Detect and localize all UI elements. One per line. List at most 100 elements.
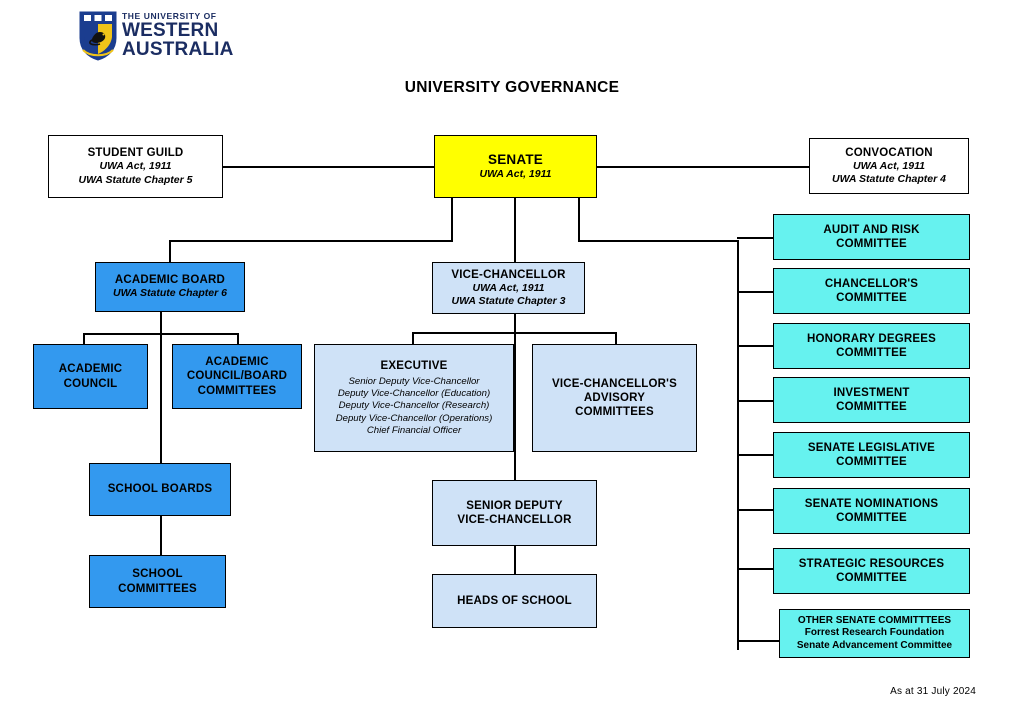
vc-title: VICE-CHANCELLOR: [451, 268, 566, 281]
node-senate-committee-strategic-resources[interactable]: STRATEGIC RESOURCES COMMITTEE: [773, 548, 970, 594]
connector-guild-senate: [222, 166, 436, 168]
sdvc-line2: VICE-CHANCELLOR: [457, 514, 572, 526]
committee-4-line2: COMMITTEE: [836, 401, 907, 413]
connector-stub-committee-4: [737, 400, 773, 402]
connector-committee-rail-vertical: [737, 240, 739, 650]
node-executive[interactable]: EXECUTIVE Senior Deputy Vice-Chancellor …: [314, 344, 514, 452]
connector-stub-committee-8: [737, 640, 779, 642]
senate-sub1: UWA Act, 1911: [479, 168, 552, 181]
uwa-logo: THE UNIVERSITY OF WESTERN AUSTRALIA: [78, 10, 278, 66]
school-committees-line1: SCHOOL: [132, 568, 183, 581]
other-senate-committees-title: OTHER SENATE COMMITTTEES: [797, 614, 952, 626]
node-vice-chancellor[interactable]: VICE-CHANCELLOR UWA Act, 1911 UWA Statut…: [432, 262, 585, 314]
acbc-line3: COMMITTEES: [197, 384, 277, 397]
node-senate-committee-honorary-degrees[interactable]: HONORARY DEGREES COMMITTEE: [773, 323, 970, 369]
student-guild-title: STUDENT GUILD: [87, 147, 184, 160]
vcac-line2: ADVISORY: [583, 391, 646, 404]
node-other-senate-committees[interactable]: OTHER SENATE COMMITTTEES Forrest Researc…: [779, 609, 970, 658]
sdvc-line1: SENIOR DEPUTY: [466, 499, 563, 512]
vcac-line3: COMMITTEES: [575, 406, 654, 418]
node-academic-council[interactable]: ACADEMIC COUNCIL: [33, 344, 148, 409]
committee-5-line1: SENATE LEGISLATIVE: [807, 441, 936, 454]
connector-ab-to-council-board-committees: [237, 333, 239, 345]
academic-council-line2: COUNCIL: [63, 377, 118, 390]
node-senate[interactable]: SENATE UWA Act, 1911: [434, 135, 597, 198]
logo-line-australia: AUSTRALIA: [122, 39, 234, 61]
committee-2-line1: CHANCELLOR'S: [824, 277, 919, 290]
student-guild-sub1: UWA Act, 1911: [99, 160, 172, 173]
node-senate-committee-senate-nominations[interactable]: SENATE NOMINATIONS COMMITTEE: [773, 488, 970, 534]
executive-title: EXECUTIVE: [380, 360, 448, 373]
connector-stub-committee-2: [737, 291, 773, 293]
connector-stub-committee-6: [737, 509, 773, 511]
committee-3-line1: HONORARY DEGREES: [806, 332, 937, 345]
node-senate-committee-chancellors[interactable]: CHANCELLOR'S COMMITTEE: [773, 268, 970, 314]
node-school-boards[interactable]: SCHOOL BOARDS: [89, 463, 231, 516]
vc-sub1: UWA Act, 1911: [472, 281, 545, 294]
connector-senate-vc: [514, 197, 516, 262]
node-senate-committee-audit-and-risk[interactable]: AUDIT AND RISK COMMITTEE: [773, 214, 970, 260]
node-senate-committee-senate-legislative[interactable]: SENATE LEGISLATIVE COMMITTEE: [773, 432, 970, 478]
node-vc-advisory-committees[interactable]: VICE-CHANCELLOR'S ADVISORY COMMITTEES: [532, 344, 697, 452]
connector-ab-branch-bar: [83, 333, 238, 335]
convocation-sub1: UWA Act, 1911: [853, 159, 925, 172]
academic-council-line1: ACADEMIC: [58, 363, 123, 376]
committee-2-line2: COMMITTEE: [836, 292, 907, 304]
connector-stub-committee-5: [737, 454, 773, 456]
connector-senate-left-drop: [451, 197, 453, 241]
connector-senate-convocation: [597, 166, 810, 168]
student-guild-sub2: UWA Statute Chapter 5: [78, 173, 193, 186]
node-convocation[interactable]: CONVOCATION UWA Act, 1911 UWA Statute Ch…: [809, 138, 969, 194]
committee-4-line1: INVESTMENT: [833, 386, 910, 399]
connector-ab-spine: [160, 312, 162, 464]
connector-stub-committee-7: [737, 568, 773, 570]
committee-1-line2: COMMITTEE: [836, 238, 907, 250]
uwa-wordmark: THE UNIVERSITY OF WESTERN AUSTRALIA: [122, 11, 282, 61]
executive-member-2: Deputy Vice-Chancellor (Education): [337, 388, 491, 400]
committee-3-line2: COMMITTEE: [836, 347, 907, 359]
connector-academicboard-rail: [169, 240, 453, 242]
node-senior-deputy-vice-chancellor[interactable]: SENIOR DEPUTY VICE-CHANCELLOR: [432, 480, 597, 546]
node-school-committees[interactable]: SCHOOL COMMITTEES: [89, 555, 226, 608]
committee-6-line2: COMMITTEE: [836, 512, 907, 524]
connector-vc-to-sdvc: [514, 332, 516, 480]
page-title: UNIVERSITY GOVERNANCE: [404, 79, 620, 96]
committee-7-line1: STRATEGIC RESOURCES: [798, 557, 945, 570]
node-senate-committee-investment[interactable]: INVESTMENT COMMITTEE: [773, 377, 970, 423]
vcac-line1: VICE-CHANCELLOR'S: [552, 377, 677, 390]
acbc-line1: ACADEMIC: [205, 356, 269, 369]
logo-line-the: THE UNIVERSITY OF: [122, 11, 217, 21]
academic-board-title: ACADEMIC BOARD: [114, 274, 226, 287]
connector-vc-spine: [514, 314, 516, 332]
connector-vc-to-advisory: [615, 332, 617, 344]
executive-member-3: Deputy Vice-Chancellor (Research): [338, 400, 490, 412]
committee-5-line2: COMMITTEE: [836, 456, 907, 468]
node-academic-board[interactable]: ACADEMIC BOARD UWA Statute Chapter 6: [95, 262, 245, 312]
committee-6-line1: SENATE NOMINATIONS: [804, 497, 939, 510]
connector-stub-committee-1: [737, 237, 773, 239]
other-senate-committees-item2: Senate Advancement Committee: [796, 639, 953, 651]
connector-vc-to-executive: [412, 332, 414, 344]
connector-schoolboards-schoolcommittees: [160, 516, 162, 555]
other-senate-committees-item1: Forrest Research Foundation: [804, 627, 945, 639]
convocation-title: CONVOCATION: [845, 146, 933, 159]
academic-board-sub1: UWA Statute Chapter 6: [113, 287, 227, 300]
connector-sdvc-heads: [514, 546, 516, 574]
convocation-sub2: UWA Statute Chapter 4: [832, 173, 946, 185]
school-boards-title: SCHOOL BOARDS: [107, 483, 213, 496]
connector-committee-rail-top: [578, 240, 738, 242]
heads-of-school-title: HEADS OF SCHOOL: [457, 594, 572, 607]
executive-member-5: Chief Financial Officer: [366, 424, 462, 436]
uwa-shield-crest-icon: [78, 10, 118, 62]
node-academic-council-board-committees[interactable]: ACADEMIC COUNCIL/BOARD COMMITTEES: [172, 344, 302, 409]
committee-7-line2: COMMITTEE: [836, 572, 907, 584]
senate-title: SENATE: [488, 151, 543, 167]
executive-member-4: Deputy Vice-Chancellor (Operations): [335, 412, 493, 424]
executive-member-1: Senior Deputy Vice-Chancellor: [348, 376, 480, 388]
connector-ab-to-academic-council: [83, 333, 85, 345]
connector-senate-right-drop: [578, 197, 580, 241]
node-heads-of-school[interactable]: HEADS OF SCHOOL: [432, 574, 597, 628]
node-student-guild[interactable]: STUDENT GUILD UWA Act, 1911 UWA Statute …: [48, 135, 223, 198]
logo-line-western: WESTERN: [122, 19, 219, 41]
